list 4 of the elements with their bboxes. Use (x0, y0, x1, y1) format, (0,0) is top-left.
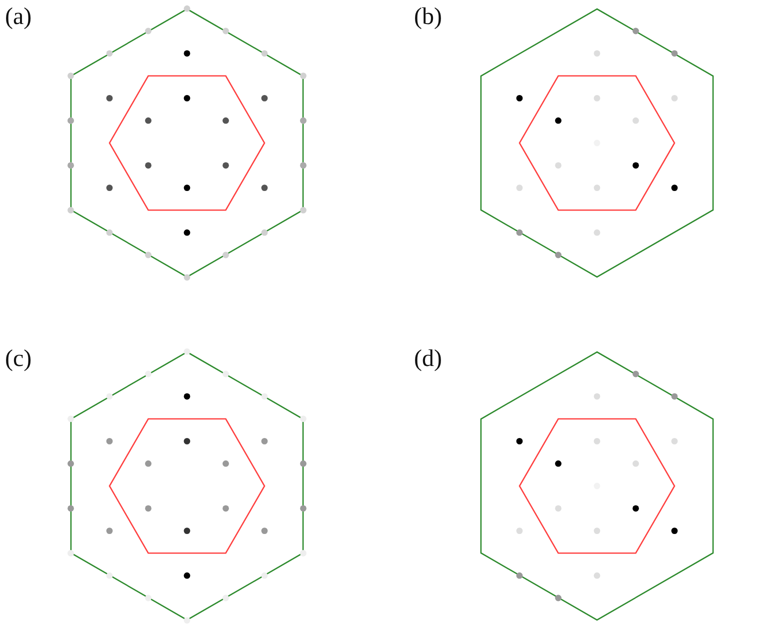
panel-label: (d) (414, 345, 442, 373)
panel-label: (b) (414, 3, 442, 31)
panel-label: (c) (5, 345, 32, 373)
panel-label: (a) (5, 3, 32, 31)
